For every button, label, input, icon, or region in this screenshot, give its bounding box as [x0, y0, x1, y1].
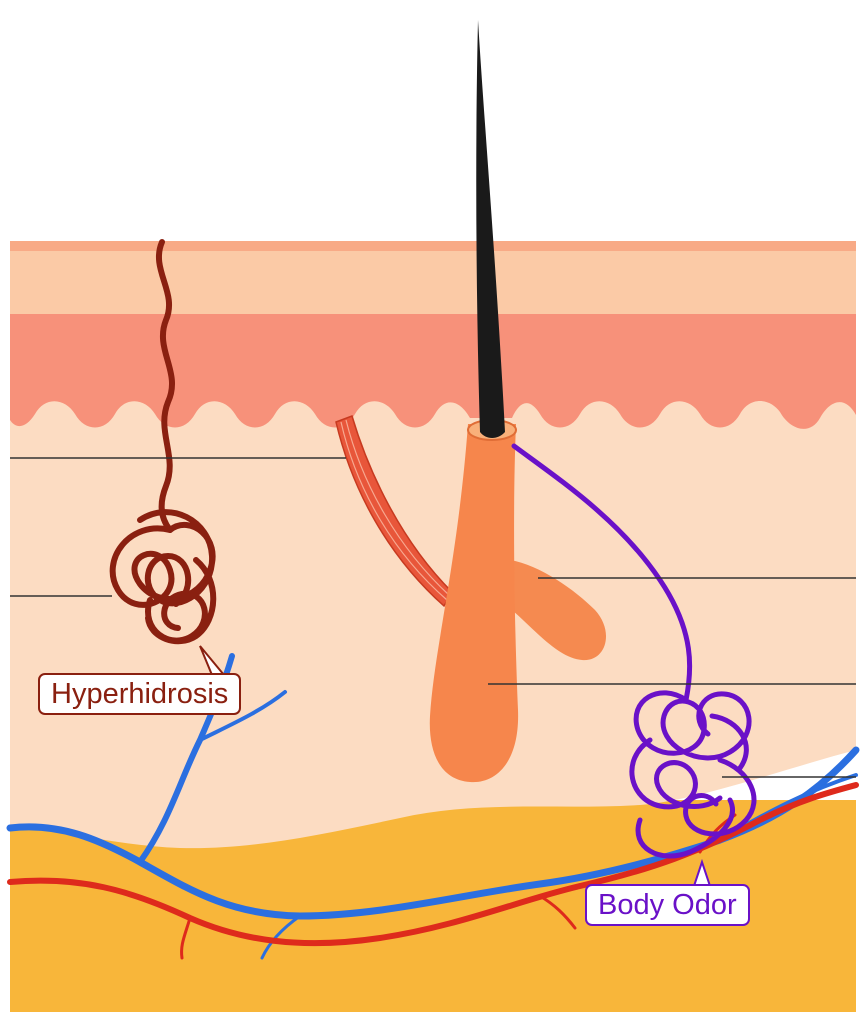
- epidermis-pink-band: [10, 314, 856, 429]
- dermis-layer: [10, 395, 856, 849]
- hyperhidrosis-label: Hyperhidrosis: [38, 673, 242, 715]
- epidermis-top-band: [10, 241, 856, 251]
- pointer-lines: [10, 457, 856, 778]
- arrector-pili-muscle-fibers: [340, 419, 451, 601]
- hair-shaft: [476, 20, 505, 438]
- hair-follicle: [429, 424, 519, 783]
- epidermis-light-band: [10, 251, 856, 314]
- body-odor-label: Body Odor: [585, 884, 750, 926]
- sebaceous-gland: [510, 560, 607, 661]
- apocrine-sweat-gland: [511, 443, 757, 859]
- eccrine-sweat-gland: [109, 239, 217, 645]
